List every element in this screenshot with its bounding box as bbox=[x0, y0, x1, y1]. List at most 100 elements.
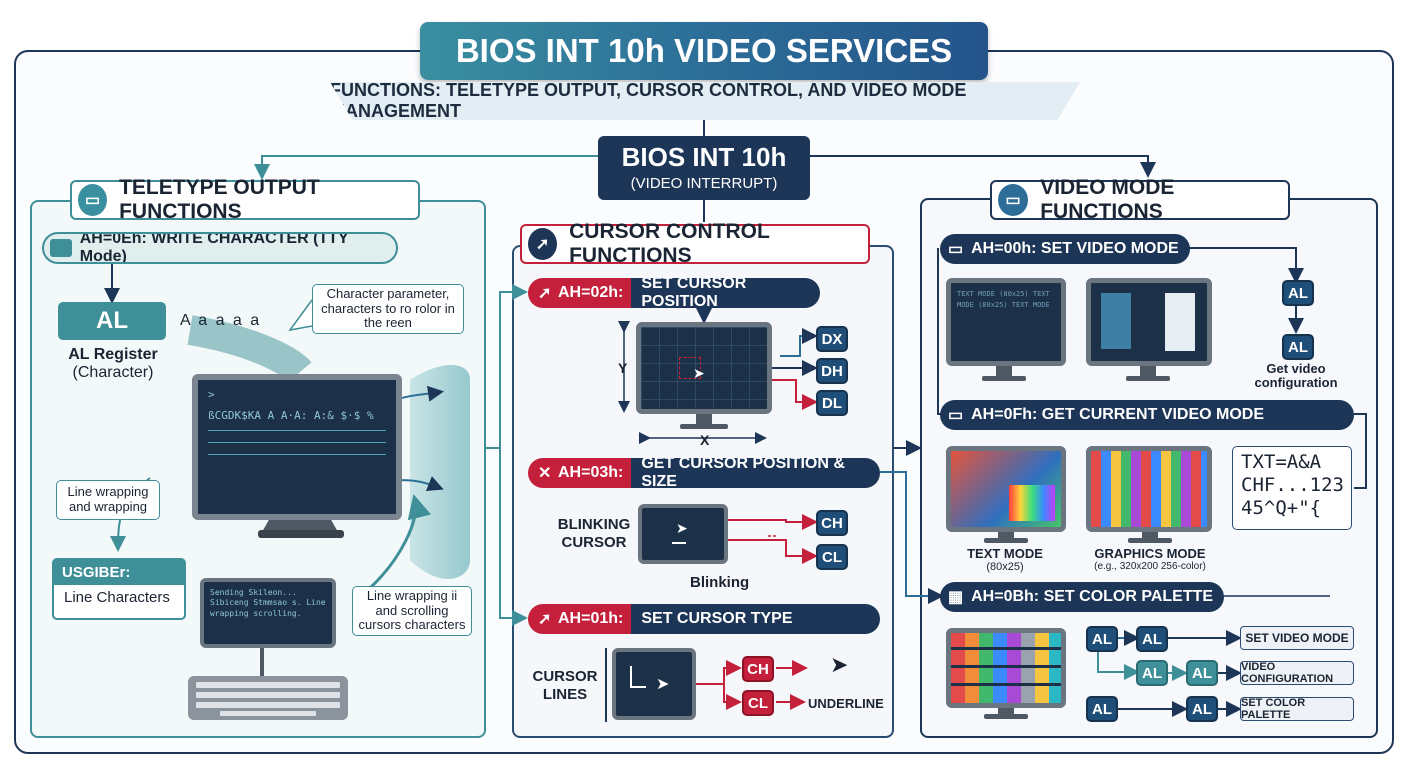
text-mode-monitor: TEXT MODE (80x25) TEXT MODE (80x25) TEXT… bbox=[946, 278, 1066, 366]
mode-old-panel bbox=[1101, 293, 1131, 349]
monitor-icon: ▭ bbox=[78, 184, 108, 216]
f2-tag-text: AH=03h: bbox=[558, 464, 624, 481]
func-set-cursor-type-label: SET CURSOR TYPE bbox=[631, 604, 880, 634]
palette-grid-icon: ▦ bbox=[948, 589, 964, 606]
cursor-grid-monitor: ➤ bbox=[636, 322, 772, 414]
crossed-tools-icon: ✕ bbox=[538, 465, 552, 482]
blinking-cursor-label: BLINKING CURSOR bbox=[557, 516, 631, 551]
func-set-cursor-position[interactable]: ➚ AH=02h: SET CURSOR POSITION bbox=[528, 278, 820, 308]
mode-new-panel bbox=[1165, 293, 1195, 351]
reg-al-1: AL bbox=[1282, 280, 1314, 306]
func-get-cursor-position[interactable]: ✕ AH=03h: GET CURSOR POSITION & SIZE bbox=[528, 458, 880, 488]
func-set-color-palette-label: AH=0Bh: SET COLOR PALETTE bbox=[971, 588, 1214, 605]
mouse-pointer-icon: ➤ bbox=[656, 676, 670, 693]
cursor-line-horizontal bbox=[630, 686, 646, 688]
text-mode-title: TEXT MODE bbox=[967, 546, 1043, 561]
palette-reg-a2: AL bbox=[1136, 660, 1168, 686]
blinking-cursor-monitor: ➤ bbox=[638, 504, 728, 564]
al-caption-sub: (Character) bbox=[72, 364, 154, 381]
central-subtitle: (VIDEO INTERRUPT) bbox=[630, 175, 778, 192]
palette-monitor bbox=[946, 628, 1066, 708]
palette-reg-b2: AL bbox=[1186, 660, 1218, 686]
func-set-video-mode[interactable]: ▭ AH=00h: SET VIDEO MODE bbox=[940, 234, 1190, 264]
text-mode-caption: TEXT MODE (80x25) bbox=[940, 546, 1070, 573]
cursor-heading: ➚ CURSOR CONTROL FUNCTIONS bbox=[520, 220, 870, 267]
func-set-cursor-type-tag: ➚ AH=01h: bbox=[528, 604, 632, 634]
charset-line-3: 45^Q+"{ bbox=[1241, 496, 1322, 519]
func-set-cursor-position-label: SET CURSOR POSITION bbox=[631, 278, 820, 308]
wrap-line-2 bbox=[208, 442, 386, 444]
callout-line-scrolling: Line wrapping ii and scrolling cursors c… bbox=[352, 586, 472, 636]
graphics-mode-title: GRAPHICS MODE bbox=[1094, 546, 1206, 561]
teletype-heading: ▭ TELETYPE OUTPUT FUNCTIONS bbox=[70, 176, 420, 223]
func-get-cursor-position-tag: ✕ AH=03h: bbox=[528, 458, 632, 488]
func-write-character[interactable]: AH=0Eh: WRITE CHARACTER (TTY Mode) bbox=[42, 232, 398, 264]
keyboard-icon bbox=[50, 239, 72, 257]
teletype-screen-prompt: > bbox=[208, 388, 215, 401]
blinking-underline-cursor bbox=[672, 542, 686, 544]
func-get-cursor-position-label: GET CURSOR POSITION & SIZE bbox=[631, 458, 880, 488]
palette-label-set-color-palette: SET COLOR PALETTE bbox=[1240, 697, 1354, 721]
reg-ch-set: CH bbox=[742, 656, 774, 682]
monitor-icon: ▭ bbox=[998, 184, 1029, 216]
cursor-arrow-icon: ➚ bbox=[538, 285, 552, 302]
x-axis-label: X bbox=[700, 432, 710, 448]
usgiber-box: USGIBEr: Line Characters bbox=[52, 558, 186, 620]
cursor-arrow-icon: ➚ bbox=[528, 228, 558, 260]
palette-row-divider bbox=[951, 683, 1061, 686]
func-get-current-video-mode-label: AH=0Fh: GET CURRENT VIDEO MODE bbox=[971, 406, 1265, 423]
page-title: BIOS INT 10h VIDEO SERVICES bbox=[420, 22, 988, 80]
y-axis-label: Y bbox=[618, 360, 628, 376]
get-config-label: Get video configuration bbox=[1254, 361, 1338, 391]
palette-reg-a1: AL bbox=[1086, 626, 1118, 652]
al-register-box: AL bbox=[58, 302, 166, 340]
f3-tag-text: AH=01h: bbox=[558, 610, 624, 627]
palette-reg-a3: AL bbox=[1086, 696, 1118, 722]
text-mode-color-monitor bbox=[946, 446, 1066, 532]
charset-sample-box: TXT=A&A CHF...123 45^Q+"{ bbox=[1232, 446, 1352, 530]
mode-switch-monitor bbox=[1086, 278, 1212, 366]
underline-label: UNDERLINE bbox=[808, 696, 884, 711]
callout-line-wrapping: Line wrapping and wrapping bbox=[56, 480, 160, 520]
mouse-pointer-icon: ➤ bbox=[693, 365, 705, 381]
color-gradient-patch bbox=[1009, 485, 1055, 521]
al-caption-title: AL Register bbox=[68, 346, 158, 363]
usgiber-title: USGIBEr: bbox=[54, 560, 184, 585]
video-mode-heading-text: VIDEO MODE FUNCTIONS bbox=[1040, 176, 1175, 223]
cursor-arrow-icon: ➚ bbox=[538, 611, 552, 628]
text-mode-sub: (80x25) bbox=[986, 561, 1024, 573]
palette-reg-b1: AL bbox=[1136, 626, 1168, 652]
charset-line-1: TXT=A&A bbox=[1241, 451, 1322, 473]
teletype-heading-text: TELETYPE OUTPUT FUNCTIONS bbox=[119, 176, 320, 223]
monitor-icon: ▭ bbox=[948, 407, 964, 424]
page-subtitle: FUNCTIONS: TELETYPE OUTPUT, CURSOR CONTR… bbox=[330, 82, 1080, 120]
cursor-target-marker bbox=[679, 357, 701, 379]
usgiber-body: Line Characters bbox=[64, 589, 170, 606]
cursor-line-vertical bbox=[630, 666, 632, 686]
reg-al-2: AL bbox=[1282, 334, 1314, 360]
func-write-character-label: AH=0Eh: WRITE CHARACTER (TTY Mode) bbox=[79, 232, 349, 264]
callout-character-parameter: Character parameter, characters to ro ro… bbox=[312, 284, 464, 334]
teletype-monitor: > ßCGDK$KA A A·A: A:& $·$ % bbox=[192, 374, 402, 520]
func-get-current-video-mode[interactable]: ▭ AH=0Fh: GET CURRENT VIDEO MODE bbox=[940, 400, 1354, 430]
func-set-cursor-type[interactable]: ➚ AH=01h: SET CURSOR TYPE bbox=[528, 604, 880, 634]
palette-label-video-configuration: VIDEO CONFIGURATION bbox=[1240, 661, 1354, 685]
graphics-mode-caption: GRAPHICS MODE (e.g., 320x200 256-color) bbox=[1080, 546, 1220, 572]
video-mode-heading: ▭ VIDEO MODE FUNCTIONS bbox=[990, 176, 1290, 223]
central-title: BIOS INT 10h bbox=[621, 142, 787, 172]
func-set-color-palette[interactable]: ▦ AH=0Bh: SET COLOR PALETTE bbox=[940, 582, 1224, 612]
f1-tag-text: AH=02h: bbox=[558, 284, 624, 301]
al-register-caption: AL Register (Character) bbox=[52, 346, 174, 382]
mouse-pointer-icon: ➤ bbox=[676, 520, 688, 536]
central-interrupt-node: BIOS INT 10h (VIDEO INTERRUPT) bbox=[598, 136, 810, 200]
palette-row-divider bbox=[951, 647, 1061, 650]
cursor-heading-text: CURSOR CONTROL FUNCTIONS bbox=[569, 220, 770, 267]
charset-line-2: CHF...123 bbox=[1241, 473, 1344, 496]
palette-label-set-video-mode: SET VIDEO MODE bbox=[1240, 626, 1354, 650]
reg-cl-get: CL bbox=[816, 544, 848, 570]
underline-pointer-icon: ➤ bbox=[830, 652, 849, 677]
graphics-mode-sub: (e.g., 320x200 256-color) bbox=[1094, 561, 1206, 572]
text-mode-screen-text: TEXT MODE (80x25) TEXT MODE (80x25) TEXT… bbox=[957, 290, 1050, 309]
monitor-icon: ▭ bbox=[948, 241, 964, 258]
